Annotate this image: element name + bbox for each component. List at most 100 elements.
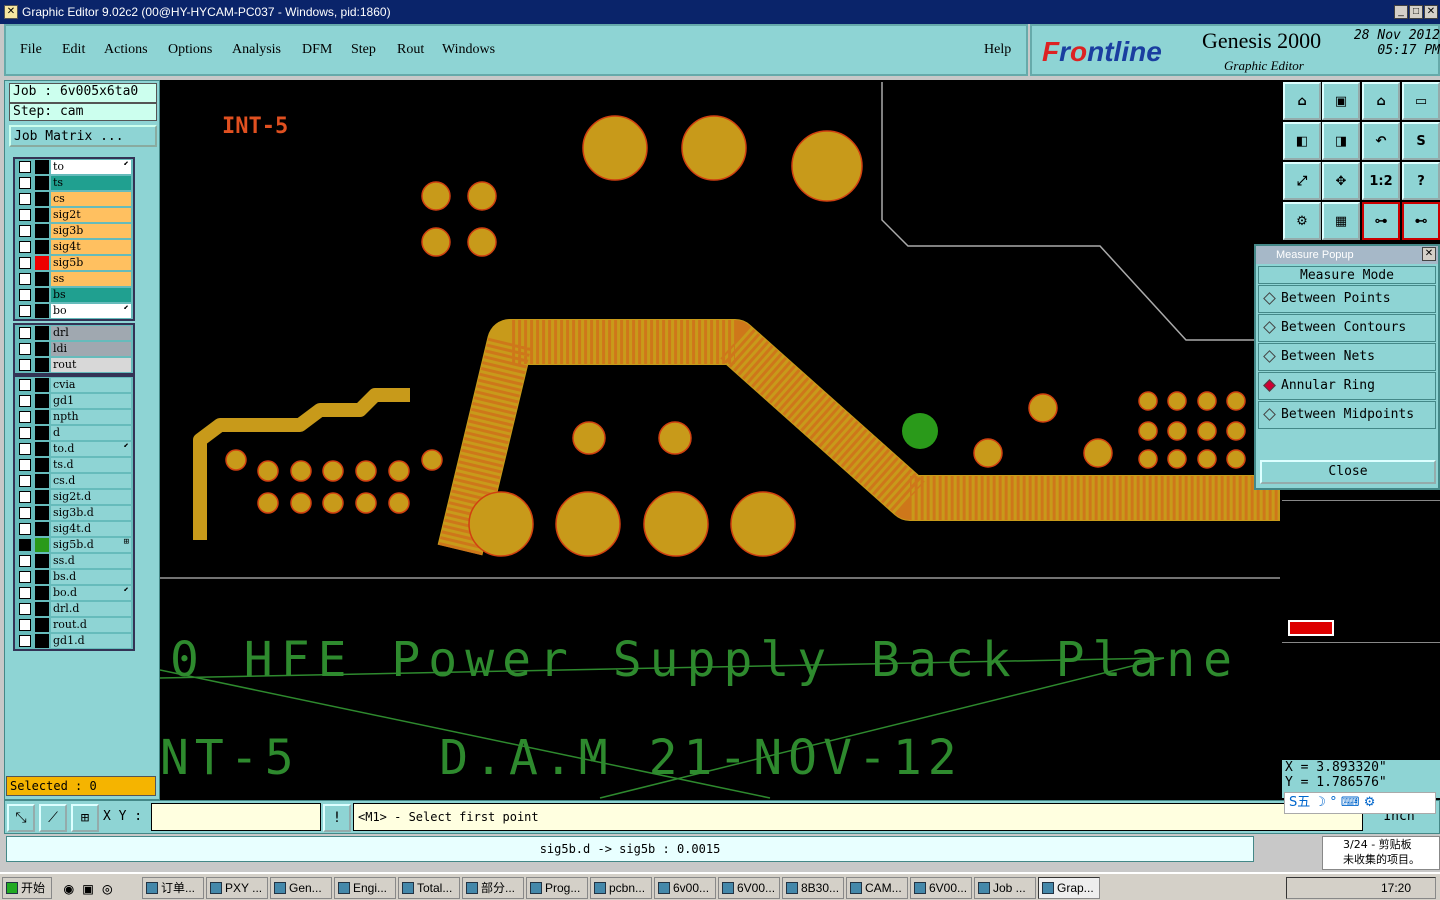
layer-checkbox[interactable]	[19, 161, 31, 173]
layer-row-gd1[interactable]: gd1	[15, 393, 133, 409]
layer-color-swatch[interactable]	[35, 378, 49, 392]
layer-name[interactable]: sig5b	[51, 256, 131, 270]
layer-color-swatch[interactable]	[35, 570, 49, 584]
window-titlebar[interactable]: ✕ Graphic Editor 9.02c2 (00@HY-HYCAM-PC0…	[0, 0, 1440, 24]
select-mode-icon[interactable]: ⤡	[7, 804, 35, 832]
center-icon[interactable]: ✥	[1322, 162, 1360, 200]
grid-icon[interactable]: ▦	[1322, 202, 1360, 240]
layer-color-swatch[interactable]	[35, 618, 49, 632]
taskbar-item[interactable]: 6V00...	[910, 877, 972, 899]
xy-input[interactable]	[151, 803, 321, 831]
menu-file[interactable]: File	[20, 42, 42, 57]
layer-row-drl.d[interactable]: drl.d	[15, 601, 133, 617]
pan-left-icon[interactable]: ◧	[1283, 122, 1321, 160]
layer-checkbox[interactable]	[19, 427, 31, 439]
layer-row-ldi[interactable]: ldi	[15, 341, 133, 357]
taskbar-item[interactable]: Grap...	[1038, 877, 1100, 899]
layer-color-swatch[interactable]	[35, 634, 49, 648]
measure-popup-title[interactable]: Measure Popup ✕	[1256, 246, 1438, 264]
layer-row-ss[interactable]: ss	[15, 271, 133, 287]
layer-row-ts.d[interactable]: ts.d	[15, 457, 133, 473]
layer-name[interactable]: gd1	[51, 394, 131, 408]
layer-checkbox[interactable]	[19, 379, 31, 391]
layer-color-swatch[interactable]	[35, 506, 49, 520]
menu-help[interactable]: Help	[984, 42, 1012, 57]
layer-name[interactable]: cs.d	[51, 474, 131, 488]
layer-name[interactable]: ldi	[51, 342, 131, 356]
layer-color-swatch[interactable]	[35, 426, 49, 440]
minimize-button[interactable]: _	[1394, 5, 1408, 19]
layer-row-to[interactable]: to⬋	[15, 159, 133, 175]
home-icon[interactable]: ⌂	[1362, 82, 1400, 120]
zoom-in-icon[interactable]: ▣	[1322, 82, 1360, 120]
layer-checkbox[interactable]	[19, 475, 31, 487]
layer-row-ts[interactable]: ts	[15, 175, 133, 191]
menu-windows[interactable]: Windows	[442, 42, 496, 57]
layer-row-sig3b.d[interactable]: sig3b.d	[15, 505, 133, 521]
scale-button[interactable]: 1:2	[1362, 162, 1400, 200]
layer-row-sig4t[interactable]: sig4t	[15, 239, 133, 255]
pan-right-icon[interactable]: ◨	[1322, 122, 1360, 160]
menu-analysis[interactable]: Analysis	[232, 42, 281, 57]
layer-row-sig3b[interactable]: sig3b	[15, 223, 133, 239]
layer-checkbox[interactable]	[19, 603, 31, 615]
layer-checkbox[interactable]	[19, 177, 31, 189]
layer-name[interactable]: sig5b.d	[51, 538, 131, 552]
taskbar-item[interactable]: Job ...	[974, 877, 1036, 899]
layer-color-swatch[interactable]	[35, 602, 49, 616]
layer-color-swatch[interactable]	[35, 240, 49, 254]
layer-row-bs[interactable]: bs	[15, 287, 133, 303]
start-button[interactable]: 开始	[2, 877, 52, 899]
taskbar-item[interactable]: CAM...	[846, 877, 908, 899]
menu-rout[interactable]: Rout	[397, 42, 425, 57]
layer-name[interactable]: sig2t	[51, 208, 131, 222]
layer-name[interactable]: drl.d	[51, 602, 131, 616]
taskbar-item[interactable]: 6V00...	[718, 877, 780, 899]
layer-name[interactable]: to	[51, 160, 131, 174]
taskbar-item[interactable]: Total...	[398, 877, 460, 899]
layer-checkbox[interactable]	[19, 555, 31, 567]
layer-color-swatch[interactable]	[35, 458, 49, 472]
layer-checkbox[interactable]	[19, 327, 31, 339]
layer-checkbox[interactable]	[19, 459, 31, 471]
layer-checkbox[interactable]	[19, 209, 31, 221]
taskbar-item[interactable]: 部分...	[462, 877, 524, 899]
layer-color-swatch[interactable]	[35, 326, 49, 340]
layer-name[interactable]: bo	[51, 304, 131, 318]
layer-checkbox[interactable]	[19, 225, 31, 237]
layer-name[interactable]: bs	[51, 288, 131, 302]
layer-color-swatch[interactable]	[35, 160, 49, 174]
menu-dfm[interactable]: DFM	[302, 42, 333, 57]
layer-color-swatch[interactable]	[35, 490, 49, 504]
layer-name[interactable]: ss	[51, 272, 131, 286]
layer-name[interactable]: sig4t.d	[51, 522, 131, 536]
measure-tool-icon[interactable]: ⚙	[1283, 202, 1321, 240]
taskbar-item[interactable]: 6v00...	[654, 877, 716, 899]
menu-step[interactable]: Step	[351, 42, 376, 57]
layer-row-bo[interactable]: bo⬋	[15, 303, 133, 319]
layer-color-swatch[interactable]	[35, 586, 49, 600]
taskbar-item[interactable]: Prog...	[526, 877, 588, 899]
layer-checkbox[interactable]	[19, 619, 31, 631]
layer-color-swatch[interactable]	[35, 358, 49, 372]
layer-color-swatch[interactable]	[35, 538, 49, 552]
layer-name[interactable]: ss.d	[51, 554, 131, 568]
taskbar-item[interactable]: 8B30...	[782, 877, 844, 899]
job-matrix-button[interactable]: Job Matrix ...	[9, 125, 157, 147]
layer-checkbox[interactable]	[19, 587, 31, 599]
layer-checkbox[interactable]	[19, 395, 31, 407]
layer-checkbox[interactable]	[19, 411, 31, 423]
layer-row-sig2t.d[interactable]: sig2t.d	[15, 489, 133, 505]
layer-color-swatch[interactable]	[35, 410, 49, 424]
layer-checkbox[interactable]	[19, 359, 31, 371]
menu-actions[interactable]: Actions	[104, 42, 148, 57]
layer-color-swatch[interactable]	[35, 342, 49, 356]
layer-name[interactable]: gd1.d	[51, 634, 131, 648]
layer-row-sig2t[interactable]: sig2t	[15, 207, 133, 223]
layer-name[interactable]: ts.d	[51, 458, 131, 472]
layer-color-swatch[interactable]	[35, 272, 49, 286]
measure-option[interactable]: Annular Ring	[1258, 372, 1436, 400]
quicklaunch-icons[interactable]: ◉ ▣ ◎	[64, 879, 113, 898]
layer-checkbox[interactable]	[19, 289, 31, 301]
layer-name[interactable]: bo.d	[51, 586, 131, 600]
